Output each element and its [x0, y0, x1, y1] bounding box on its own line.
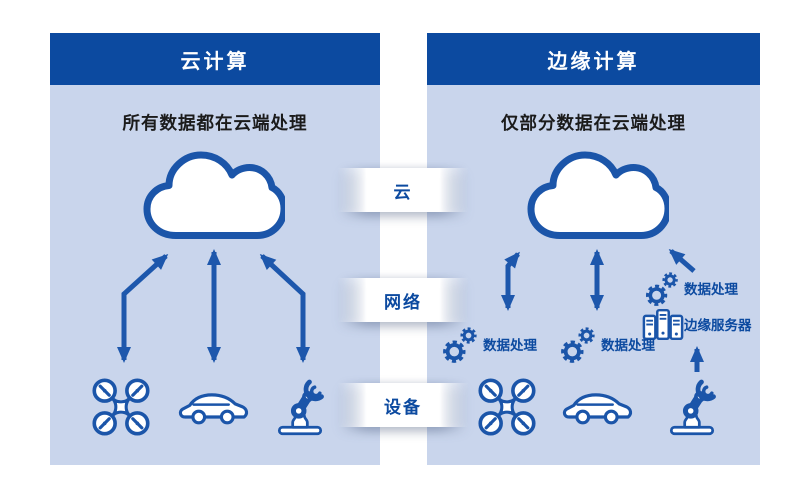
layer-label-network: 网络 [384, 292, 422, 312]
car-icon [561, 388, 633, 425]
cloud-icon [527, 147, 669, 241]
layer-label-device: 设备 [384, 397, 422, 417]
drone-icon [92, 378, 150, 436]
gears-icon [644, 270, 680, 308]
data-processing-label: 数据处理 [684, 282, 738, 297]
edge-panel-title: 边缘计算 [547, 50, 640, 73]
data-processing-label: 数据处理 [483, 338, 537, 353]
gears-icon [441, 324, 479, 366]
edge-panel-header: 边缘计算 [427, 33, 760, 85]
edge-server-label: 边缘服务器 [684, 318, 752, 333]
edge-panel-subtitle: 仅部分数据在云端处理 [501, 113, 686, 133]
cloud-panel-title: 云计算 [180, 50, 250, 73]
data-processing-label: 数据处理 [601, 338, 655, 353]
layer-ribbon-cloud: 云 [338, 168, 468, 212]
cloud-icon [143, 147, 285, 241]
layer-ribbon-device: 设备 [338, 383, 468, 427]
robot-arm-icon [667, 376, 717, 438]
cloud-panel-header: 云计算 [50, 33, 380, 85]
gears-icon [559, 324, 597, 366]
layer-label-cloud: 云 [393, 182, 413, 202]
drone-icon [478, 378, 536, 436]
layer-ribbon-network: 网络 [338, 278, 468, 322]
car-icon [177, 388, 249, 425]
robot-arm-icon [275, 376, 325, 438]
edge-server-icon [642, 308, 684, 341]
cloud-panel-subtitle: 所有数据都在云端处理 [122, 113, 308, 133]
